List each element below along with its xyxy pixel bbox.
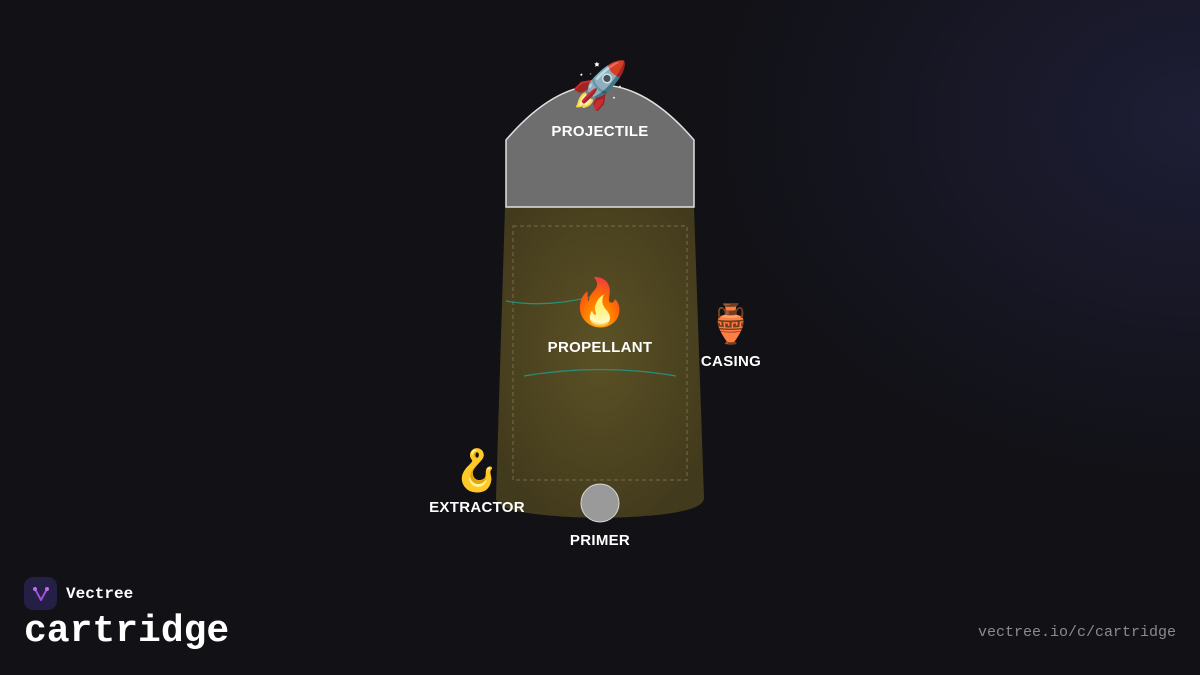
- extractor-label: EXTRACTOR: [429, 499, 525, 516]
- vectree-logo-icon: [24, 577, 57, 610]
- propellant-label: PROPELLANT: [547, 339, 653, 356]
- primer-cap: [580, 483, 620, 523]
- casing-label: CASING: [700, 353, 762, 370]
- rocket-icon: 🚀: [571, 58, 629, 112]
- flow-line-upper: [505, 296, 591, 305]
- primer-label: PRIMER: [569, 532, 631, 549]
- page-url: vectree.io/c/cartridge: [977, 624, 1176, 641]
- projectile-body: [505, 84, 695, 208]
- amphora-icon: 🏺: [707, 302, 755, 346]
- flow-line-lower: [523, 368, 677, 377]
- casing-body: [496, 207, 704, 518]
- brand: Vectree: [24, 577, 133, 610]
- hook-icon: 🪝: [452, 448, 502, 494]
- page-title: cartridge: [24, 610, 230, 653]
- fire-icon: 🔥: [571, 275, 629, 329]
- brand-name: Vectree: [66, 584, 134, 603]
- propellant-chamber: [512, 225, 688, 481]
- projectile-label: PROJECTILE: [551, 123, 649, 140]
